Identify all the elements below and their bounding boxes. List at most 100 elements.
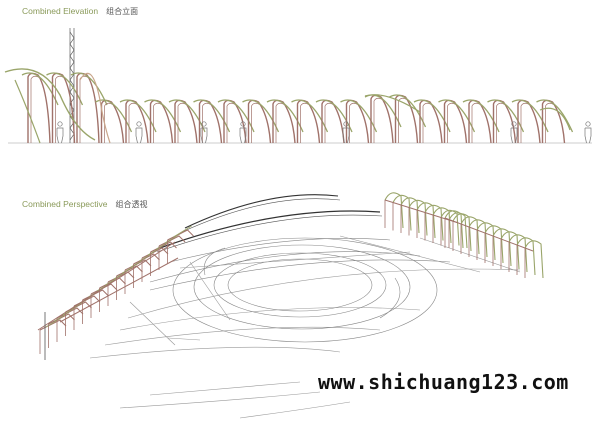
- human-figure: [56, 121, 64, 144]
- frame-canopy-curve: [168, 99, 206, 133]
- figure-body: [239, 127, 247, 144]
- frame-inner: [275, 102, 286, 143]
- perspective-title-cn: 组合透视: [115, 200, 148, 209]
- figure-head: [57, 121, 63, 127]
- right-upper-frame: [392, 194, 412, 231]
- right-upper-frame: [432, 207, 452, 244]
- figure-body: [510, 127, 518, 144]
- frame-arch: [198, 99, 223, 144]
- frame-arch: [51, 72, 76, 144]
- figure-body: [56, 127, 64, 144]
- human-figure: [135, 121, 143, 144]
- frame-canopy-curve: [95, 99, 133, 133]
- plaza-ellipses: [172, 237, 438, 343]
- elevation-sweep-curve: [79, 72, 111, 144]
- right-upper-frame: [400, 197, 420, 234]
- frame-inner: [177, 102, 188, 143]
- right-lower-frame: [444, 210, 464, 249]
- frame-inner: [324, 102, 335, 143]
- frame-inner: [153, 102, 163, 143]
- figure-head: [343, 121, 349, 127]
- elevation-sweep-curve: [14, 79, 41, 144]
- canopy-frame: [242, 99, 280, 144]
- frame-arch: [517, 99, 541, 144]
- frame-canopy-curve: [511, 99, 549, 133]
- frame-arch: [394, 94, 419, 144]
- frame-inner: [251, 102, 261, 143]
- human-figure: [342, 121, 350, 144]
- canopy-frame: [21, 72, 59, 144]
- frame-canopy-curve: [144, 99, 182, 133]
- canopy-frame: [487, 99, 525, 144]
- elevation-title-en: Combined Elevation: [22, 6, 99, 16]
- frame-canopy-curve: [21, 72, 59, 106]
- frame-inner: [300, 102, 310, 143]
- frame-arch: [272, 99, 296, 144]
- frame-inner: [520, 102, 531, 143]
- canopy-frame: [119, 99, 157, 144]
- frame-inner: [104, 102, 114, 143]
- perspective-right-canopy-upper: [384, 192, 468, 249]
- canopy-frame: [144, 99, 182, 144]
- frame-canopy-curve: [315, 99, 353, 133]
- right-upper-frame: [440, 209, 460, 246]
- frame-inner: [447, 102, 457, 143]
- frame-arch: [296, 99, 321, 144]
- frame-arch: [223, 99, 247, 144]
- elevation-sweep-curve: [364, 94, 421, 113]
- figure-head: [240, 121, 246, 127]
- left-canopy-beam: [59, 257, 179, 323]
- frame-arch: [174, 99, 198, 144]
- right-upper-frame: [408, 199, 428, 236]
- frame-arch: [321, 99, 345, 144]
- frame-canopy-curve: [389, 94, 427, 128]
- canopy-frame: [193, 99, 231, 144]
- frame-inner: [30, 75, 41, 143]
- figure-body: [200, 127, 208, 144]
- figure-body: [584, 127, 592, 144]
- elevation-title-cn: 组合立面: [106, 7, 139, 16]
- frame-canopy-curve: [242, 99, 280, 133]
- frame-arch: [27, 72, 51, 144]
- canopy-frame: [413, 99, 451, 144]
- frame-canopy-curve: [438, 99, 476, 133]
- frame-canopy-curve: [536, 99, 574, 133]
- canopy-frame: [291, 99, 329, 144]
- frame-inner: [349, 102, 359, 143]
- frame-arch: [100, 99, 125, 144]
- frame-arch: [541, 99, 566, 144]
- frame-inner: [226, 102, 237, 143]
- canopy-frame: [217, 99, 255, 144]
- frame-canopy-curve: [487, 99, 525, 133]
- frame-arch: [492, 99, 517, 144]
- watermark-text: www.shichuang123.com: [318, 370, 569, 394]
- frame-canopy-curve: [119, 99, 157, 133]
- perspective-right-canopy-lower: [444, 210, 544, 279]
- canopy-frame: [511, 99, 549, 144]
- frame-canopy-curve: [70, 72, 108, 106]
- perspective-left-canopy: [37, 225, 194, 360]
- right-upper-frame: [424, 204, 444, 241]
- frame-arch: [247, 99, 272, 144]
- elevation-title: Combined Elevation 组合立面: [22, 6, 138, 17]
- right-lower-frame: [524, 240, 544, 279]
- frame-arch: [468, 99, 492, 144]
- perspective-arcs: [89, 194, 521, 419]
- frame-inner: [471, 102, 482, 143]
- canopy-frame: [46, 72, 84, 144]
- left-canopy-slat: [173, 225, 192, 238]
- frame-canopy-curve: [340, 99, 378, 133]
- figure-head: [585, 121, 591, 127]
- right-upper-frame: [448, 212, 468, 249]
- frame-inner: [398, 97, 408, 143]
- frame-arch: [419, 99, 443, 144]
- figure-head: [136, 121, 142, 127]
- canopy-frame: [95, 99, 133, 144]
- human-figure: [584, 121, 592, 144]
- canopy-frame: [266, 99, 304, 144]
- human-figure: [239, 121, 247, 144]
- canopy-frame: [462, 99, 500, 144]
- canopy-frame: [168, 99, 206, 144]
